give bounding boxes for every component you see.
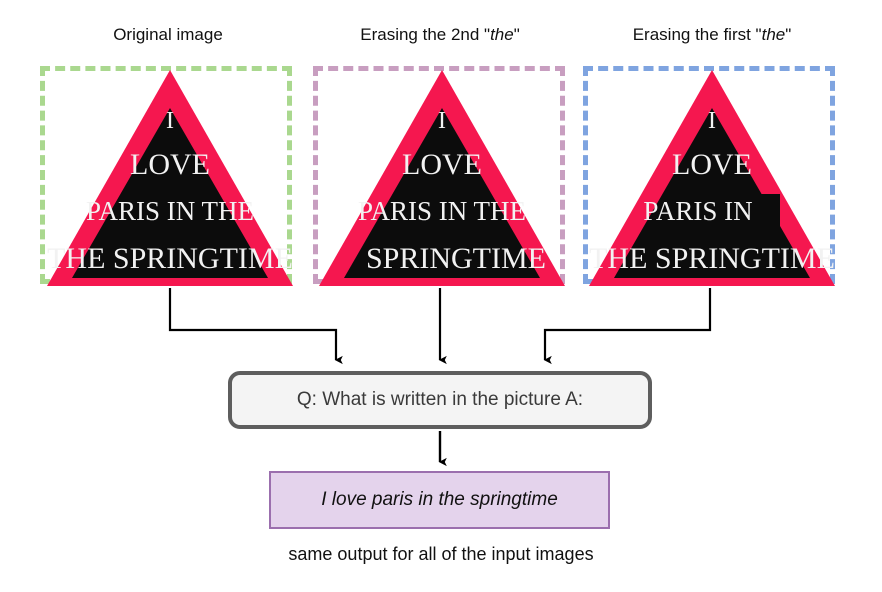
column-header-erase-first-the: Erasing the first "the" <box>562 24 862 46</box>
sign-line-3: PARIS IN <box>643 196 752 226</box>
column-header-text-suffix: " <box>785 25 792 44</box>
sign-line-1: I <box>438 108 446 134</box>
sign-line-4: THE SPRINGTIME <box>47 242 293 275</box>
column-header-text-prefix: Original image <box>113 25 223 44</box>
column-header-erase-second-the: Erasing the 2nd "the" <box>290 24 590 46</box>
sign-line-4: THE SPRINGTIME <box>589 242 835 275</box>
connector-erase-first-to-question <box>543 288 712 365</box>
triangle-inner-shape <box>344 108 540 278</box>
question-box: Q: What is written in the picture A: <box>228 371 652 429</box>
sign-image-erase-first-the: I LOVE PARIS IN THE SPRINGTIME <box>586 66 846 291</box>
erase-patch-rect <box>746 194 780 236</box>
column-header-text-emphasis: the <box>761 25 786 44</box>
sign-line-2: LOVE <box>130 148 210 181</box>
sign-line-4: SPRINGTIME <box>366 242 546 275</box>
column-header-original: Original image <box>18 24 318 46</box>
sign-line-2: LOVE <box>672 148 752 181</box>
sign-line-1: I <box>166 108 174 134</box>
column-header-text-suffix: " <box>513 25 520 44</box>
column-header-text-emphasis: the <box>490 25 514 44</box>
column-header-text-prefix: Erasing the first " <box>632 25 762 44</box>
column-header-text-prefix: Erasing the 2nd " <box>360 25 491 44</box>
sign-line-2: LOVE <box>402 148 482 181</box>
question-text: Q: What is written in the picture A: <box>296 389 584 410</box>
sign-image-original: I LOVE PARIS IN THE THE SPRINGTIME <box>44 66 304 291</box>
sign-image-erase-second-the: I LOVE PARIS IN THE SPRINGTIME <box>316 66 576 291</box>
sign-line-1: I <box>708 108 716 134</box>
connector-original-to-question <box>168 288 343 365</box>
answer-text: I love paris in the springtime <box>321 489 558 510</box>
sign-line-3: PARIS IN THE <box>86 196 254 226</box>
sign-line-3: PARIS IN THE <box>358 196 526 226</box>
answer-box: I love paris in the springtime <box>269 471 610 529</box>
figure-caption: same output for all of the input images <box>288 544 594 564</box>
triangle-inner-shape <box>72 108 268 278</box>
